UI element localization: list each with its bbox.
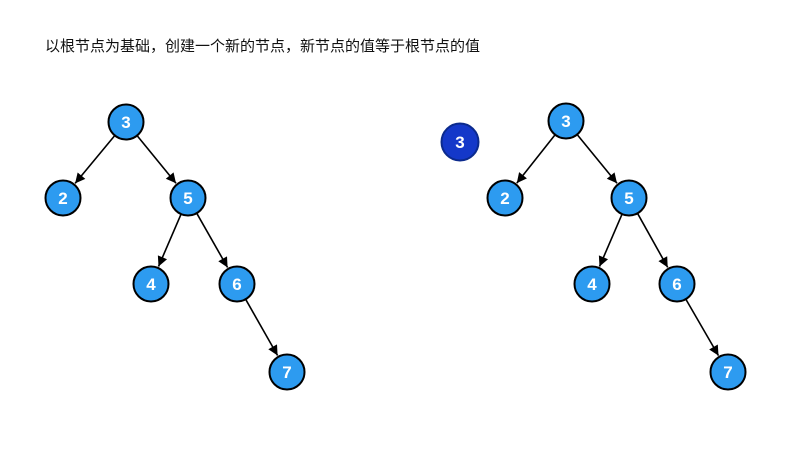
copied-tree-node-circle-4: [573, 265, 611, 303]
original-tree-node-label-3: 3: [121, 113, 130, 132]
copied-tree-edge-3-2: [516, 134, 556, 184]
original-tree-edge-5-4: [157, 213, 182, 267]
copied-tree-node-7: 7: [709, 353, 747, 391]
copied-tree-node-label-3: 3: [561, 112, 570, 131]
original-tree-node-7: 7: [268, 353, 306, 391]
copied-tree-node-label-5: 5: [624, 189, 633, 208]
copied-tree-node-2: 2: [486, 179, 524, 217]
original-tree-edge-3-2: [74, 134, 116, 184]
standalone-node-circle-new-root: [440, 122, 480, 162]
original-tree-node-circle-5: [169, 179, 207, 217]
original-tree-node-label-2: 2: [58, 189, 67, 208]
copied-tree-node-4: 4: [573, 265, 611, 303]
edges-layer: [74, 133, 720, 357]
original-tree-node-circle-7: [268, 353, 306, 391]
standalone-node-new-root: 3: [440, 122, 480, 162]
copied-tree-edge-3-5: [576, 133, 618, 184]
copied-tree-node-circle-2: [486, 179, 524, 217]
original-tree-node-3: 3: [107, 103, 145, 141]
original-tree-node-4: 4: [132, 265, 170, 303]
copied-tree-node-label-4: 4: [587, 275, 597, 294]
copied-tree-node-6: 6: [658, 265, 696, 303]
copied-tree-node-circle-3: [547, 102, 585, 140]
copied-tree-node-circle-6: [658, 265, 696, 303]
copied-tree-edge-5-6: [636, 212, 669, 268]
copied-tree-edge-5-4: [598, 213, 623, 267]
original-tree-node-circle-3: [107, 103, 145, 141]
caption-text: 以根节点为基础，创建一个新的节点，新节点的值等于根节点的值: [45, 38, 481, 55]
copied-tree-node-label-2: 2: [500, 189, 509, 208]
original-tree-edge-6-7: [244, 298, 279, 356]
copied-tree-node-circle-7: [709, 353, 747, 391]
copied-tree-node-5: 5: [610, 179, 648, 217]
original-tree-node-2: 2: [44, 179, 82, 217]
standalone-node-label-new-root: 3: [455, 133, 464, 152]
nodes-layer: 3 2 5 4 6 7 3 2 5 4 6 7 3: [44, 102, 747, 391]
original-tree-node-circle-2: [44, 179, 82, 217]
copied-tree-node-circle-5: [610, 179, 648, 217]
original-tree-edge-5-6: [196, 212, 229, 268]
copied-tree-edge-6-7: [685, 298, 720, 357]
original-tree-node-5: 5: [169, 179, 207, 217]
copied-tree-node-label-6: 6: [672, 275, 681, 294]
copied-tree-node-label-7: 7: [723, 363, 732, 382]
original-tree-node-label-7: 7: [282, 363, 291, 382]
original-tree-node-6: 6: [218, 265, 256, 303]
copied-tree-node-3: 3: [547, 102, 585, 140]
original-tree-edge-3-5: [136, 135, 177, 184]
original-tree-node-circle-6: [218, 265, 256, 303]
original-tree-node-circle-4: [132, 265, 170, 303]
original-tree-node-label-6: 6: [232, 275, 241, 294]
original-tree-node-label-4: 4: [146, 275, 156, 294]
original-tree-node-label-5: 5: [183, 189, 192, 208]
